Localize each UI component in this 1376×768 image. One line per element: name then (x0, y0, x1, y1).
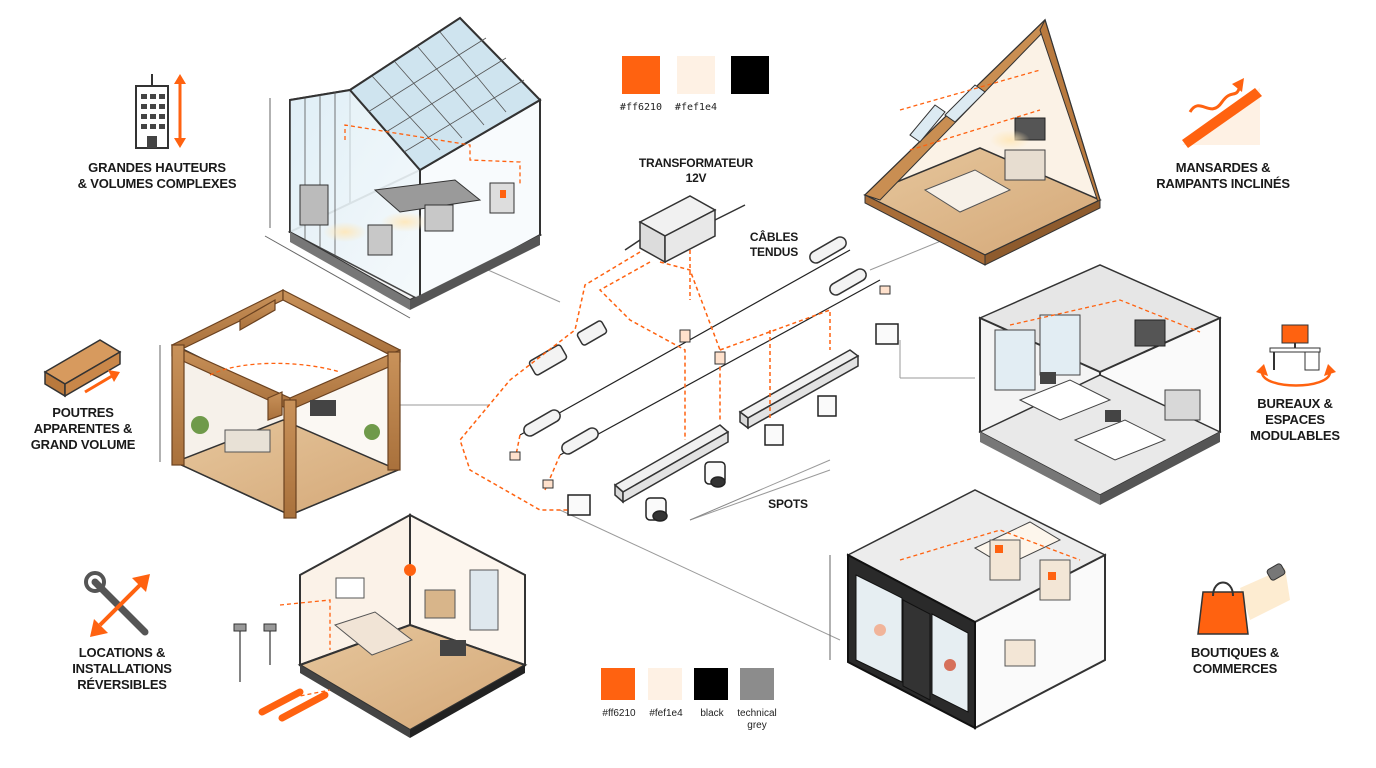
scene-wood-beams (159, 289, 402, 519)
label-bureaux-line1: BUREAUX & (1257, 396, 1333, 411)
palette-swatch-grey-bottom (740, 668, 774, 700)
label-locations-line1: LOCATIONS & (78, 645, 166, 660)
desk-icon (1256, 324, 1336, 387)
label-poutres-line1: POUTRES (52, 405, 114, 420)
palette-swatch-orange-bottom (601, 668, 635, 700)
label-mansardes-line2: RAMPANTS INCLINÉS (1156, 176, 1290, 191)
palette-swatch-black-top (731, 56, 769, 94)
tools-icon (84, 571, 150, 637)
scene-mansard (863, 18, 1102, 266)
label-boutiques-line1: BOUTIQUES & (1190, 645, 1280, 660)
palette-caption-black-bottom: black (700, 708, 724, 719)
scene-office (978, 264, 1222, 505)
label-poutres-line2: APPARENTES & (33, 421, 133, 436)
label-grandes-hauteurs: GRANDES HAUTEURS & VOLUMES COMPLEXES (62, 160, 252, 192)
shopping-bag-spotlight-icon (1197, 563, 1290, 635)
label-spots: SPOTS (768, 497, 808, 511)
palette-caption-orange-bottom: #ff6210 (602, 708, 636, 719)
label-transformateur: TRANSFORMATEUR 12V (626, 156, 766, 186)
palette-caption-orange-top: #ff6210 (619, 102, 663, 113)
palette-caption-grey-line2: grey (747, 720, 767, 731)
label-bureaux: BUREAUX & ESPACES MODULABLES (1240, 396, 1350, 444)
label-boutiques: BOUTIQUES & COMMERCES (1180, 645, 1290, 677)
label-boutiques-line2: COMMERCES (1192, 661, 1278, 676)
palette-caption-cream-top: #fef1e4 (674, 102, 718, 113)
label-locations: LOCATIONS & INSTALLATIONS RÉVERSIBLES (52, 645, 192, 693)
scene-greenhouse (264, 16, 543, 319)
label-transformateur-line2: 12V (685, 171, 707, 185)
scene-shop (829, 489, 1107, 730)
label-bureaux-line3: MODULABLES (1250, 428, 1340, 443)
scene-components (459, 195, 899, 522)
transformer-unit (624, 195, 746, 264)
palette-swatch-cream-bottom (648, 668, 682, 700)
wooden-beam-icon (43, 339, 122, 398)
label-poutres-line3: GRAND VOLUME (30, 437, 136, 452)
palette-caption-grey-line1: technical (737, 708, 777, 719)
palette-swatch-orange-top (622, 56, 660, 94)
palette-caption-cream-bottom: #fef1e4 (649, 708, 683, 719)
label-locations-line2: INSTALLATIONS (72, 661, 172, 676)
label-bureaux-line2: ESPACES (1265, 412, 1325, 427)
label-poutres: POUTRES APPARENTES & GRAND VOLUME (20, 405, 146, 453)
label-locations-line3: RÉVERSIBLES (77, 677, 167, 692)
palette-swatch-cream-top (677, 56, 715, 94)
connector-lines (400, 224, 981, 641)
label-cables-line1: CÂBLES (749, 230, 799, 244)
label-transformateur-line1: TRANSFORMATEUR (638, 156, 754, 170)
label-mansardes: MANSARDES & RAMPANTS INCLINÉS (1138, 160, 1308, 192)
label-mansardes-line1: MANSARDES & (1175, 160, 1271, 175)
palette-caption-grey-bottom: technical grey (728, 708, 786, 732)
palette-swatch-black-bottom (694, 668, 728, 700)
scene-bedroom (233, 513, 528, 738)
building-height-icon (135, 74, 186, 149)
label-grandes-hauteurs-line2: & VOLUMES COMPLEXES (77, 176, 237, 191)
slope-icon (1182, 78, 1262, 148)
label-cables-line2: TENDUS (749, 245, 799, 259)
label-cables: CÂBLES TENDUS (738, 230, 810, 260)
label-grandes-hauteurs-line1: GRANDES HAUTEURS (88, 160, 226, 175)
